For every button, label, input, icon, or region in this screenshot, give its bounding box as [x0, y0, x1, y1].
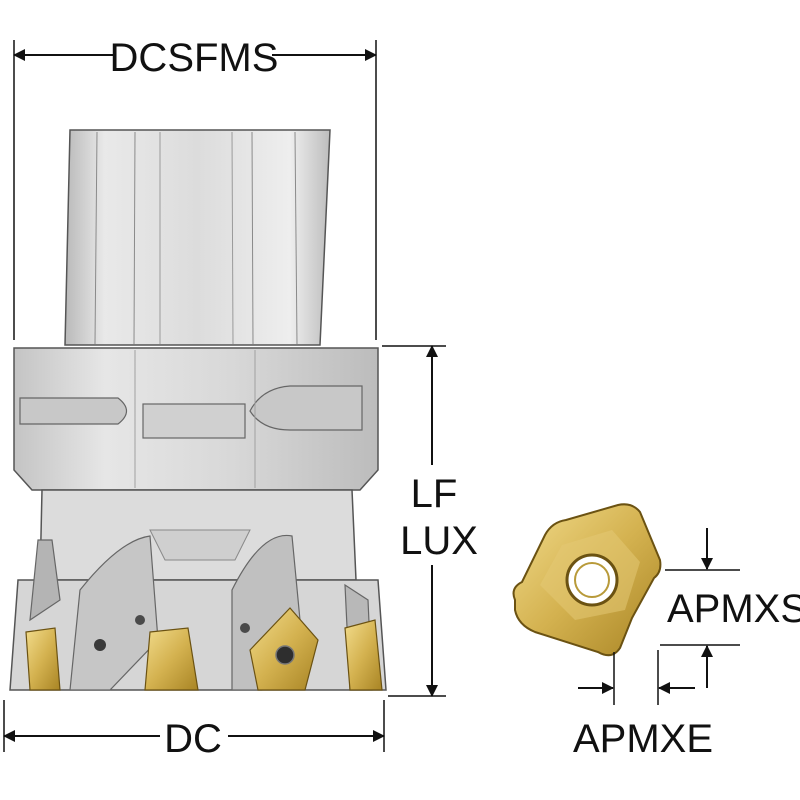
lf-label: LF [411, 472, 458, 516]
dim-lf-lux: LF LUX [382, 345, 478, 697]
apmxe-label: APMXE [573, 717, 713, 761]
cutter-body [9, 129, 387, 691]
lux-label: LUX [400, 519, 478, 563]
dim-dcsfms: DCSFMS [13, 36, 377, 340]
flute [29, 539, 61, 622]
dim-dc: DC [3, 700, 385, 761]
apmxs-label: APMXS [667, 587, 800, 631]
cutter-insert [344, 619, 383, 691]
dcsfms-label: DCSFMS [110, 36, 279, 80]
cutter-insert [25, 627, 61, 691]
shank [64, 129, 331, 346]
insert-detail: APMXS APMXE [512, 503, 800, 761]
cutter-insert [144, 627, 199, 691]
flute [69, 535, 159, 691]
dc-label: DC [164, 717, 222, 761]
cutter-head [9, 579, 387, 691]
